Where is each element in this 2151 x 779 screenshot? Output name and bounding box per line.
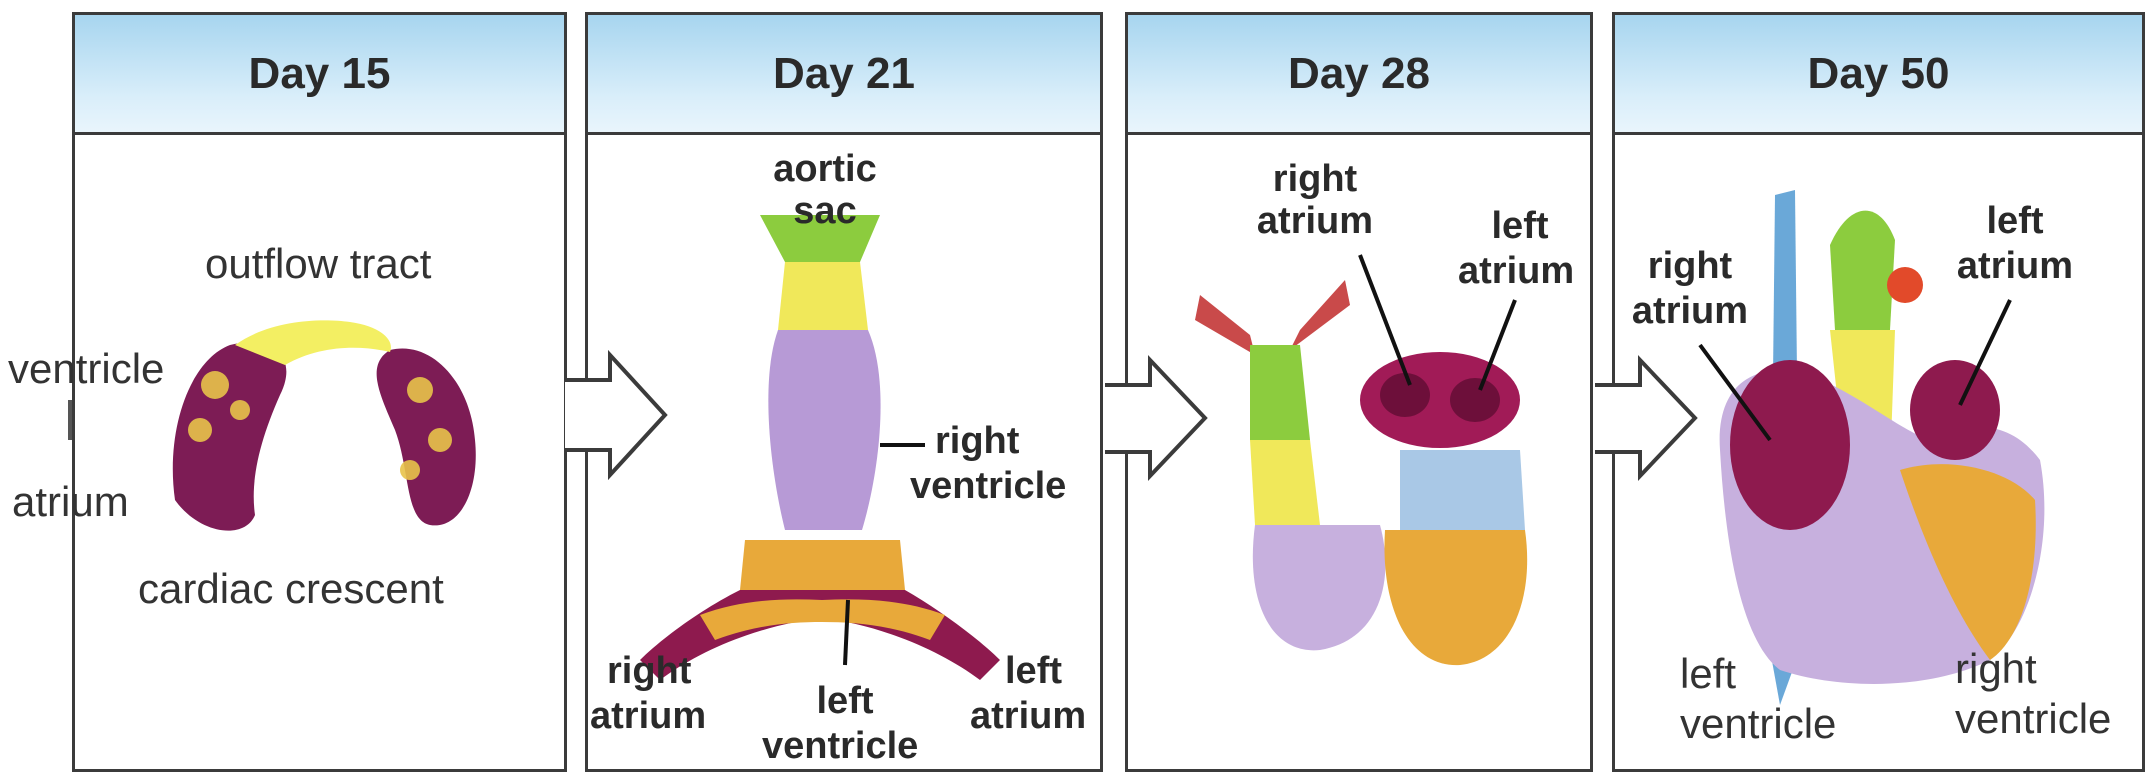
- ventricle-label: ventricle: [8, 345, 164, 393]
- arrow-icon: [1105, 360, 1205, 476]
- right-ventricle-label-1: right: [935, 420, 1019, 462]
- right-ventricle-label-2: ventricle: [910, 465, 1066, 507]
- arrow-icon: [565, 355, 665, 475]
- arrow-icon: [1595, 360, 1695, 476]
- left-atrium-label-2: atrium: [1950, 245, 2080, 287]
- right-atrium-label-1: right: [607, 650, 691, 692]
- left-atrium-label-1: left: [1470, 205, 1570, 247]
- outflow-tract-label: outflow tract: [205, 240, 431, 288]
- left-ventricle-label-1: left: [1680, 650, 1736, 698]
- left-ventricle-label-1: left: [790, 680, 900, 722]
- cardiac-crescent-illustration: [173, 320, 476, 530]
- cardiac-crescent-label: cardiac crescent: [138, 565, 444, 613]
- left-atrium-label-1: left: [1965, 200, 2065, 242]
- right-atrium-label-1: right: [1250, 158, 1380, 200]
- left-atrium-label-2: atrium: [1458, 250, 1574, 292]
- right-atrium-label-2: atrium: [1620, 290, 1760, 332]
- atrium-label: atrium: [12, 478, 129, 526]
- aortic-label: aortic: [770, 148, 880, 190]
- left-atrium-label-2: atrium: [970, 695, 1086, 737]
- looped-heart-illustration: [1195, 255, 1527, 665]
- right-ventricle-label-1: right: [1955, 645, 2037, 693]
- right-atrium-label-1: right: [1625, 245, 1755, 287]
- divider-line: [68, 400, 72, 440]
- right-atrium-label-2: atrium: [1250, 200, 1380, 242]
- right-ventricle-label-2: ventricle: [1955, 695, 2111, 743]
- left-ventricle-label-2: ventricle: [1680, 700, 1836, 748]
- left-atrium-label-1: left: [1005, 650, 1062, 692]
- left-ventricle-label-2: ventricle: [762, 725, 918, 767]
- right-atrium-label-2: atrium: [590, 695, 706, 737]
- sac-label: sac: [770, 190, 880, 232]
